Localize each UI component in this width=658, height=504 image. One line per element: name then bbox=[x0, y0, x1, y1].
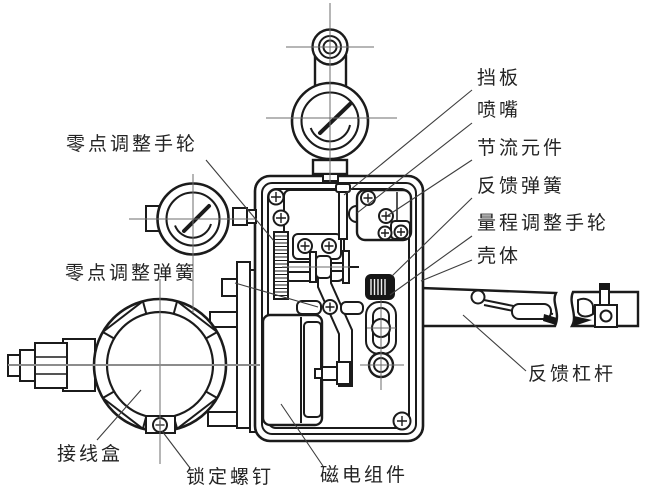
label-nozzle: 喷嘴 bbox=[477, 99, 522, 121]
leader-nozzle bbox=[356, 122, 473, 214]
leader-throttle bbox=[386, 159, 473, 217]
leader-zero-wheel bbox=[205, 159, 275, 242]
magnet-assembly-block bbox=[261, 313, 324, 427]
label-baffle: 挡板 bbox=[477, 67, 522, 89]
label-throttle-element: 节流元件 bbox=[477, 137, 566, 159]
leader-housing bbox=[420, 259, 473, 282]
feedback-spring-coil bbox=[365, 274, 395, 300]
leader-zero-spring bbox=[234, 282, 319, 308]
leader-magnet-assembly bbox=[280, 403, 324, 467]
baffle-plate bbox=[335, 183, 351, 240]
feedback-lever bbox=[419, 283, 640, 328]
zero-adjust-wheel bbox=[273, 231, 289, 300]
label-magnet-assembly: 磁电组件 bbox=[320, 464, 409, 486]
zero-adjust-spring-slot bbox=[296, 300, 364, 315]
screws bbox=[267, 188, 412, 431]
leader-baffle bbox=[343, 89, 473, 196]
lever-pivot bbox=[470, 289, 486, 305]
centerlines bbox=[8, 3, 404, 464]
label-feedback-spring: 反馈弹簧 bbox=[477, 175, 566, 197]
label-zero-adjust-spring: 零点调整弹簧 bbox=[65, 262, 198, 284]
label-lock-screw: 锁定螺钉 bbox=[186, 466, 275, 488]
label-housing: 壳体 bbox=[477, 245, 522, 267]
leader-junction-box bbox=[96, 389, 142, 441]
label-junction-box: 接线盒 bbox=[57, 443, 124, 465]
leader-span-wheel bbox=[389, 235, 473, 296]
label-feedback-lever: 反馈杠杆 bbox=[528, 363, 617, 385]
leader-feedback-spring bbox=[391, 197, 473, 277]
leader-lock-screw bbox=[161, 430, 191, 469]
label-span-adjust-handwheel: 量程调整手轮 bbox=[477, 212, 610, 234]
leader-lines bbox=[96, 89, 527, 469]
leader-feedback-lever bbox=[462, 314, 527, 372]
label-zero-adjust-handwheel: 零点调整手轮 bbox=[66, 133, 199, 155]
